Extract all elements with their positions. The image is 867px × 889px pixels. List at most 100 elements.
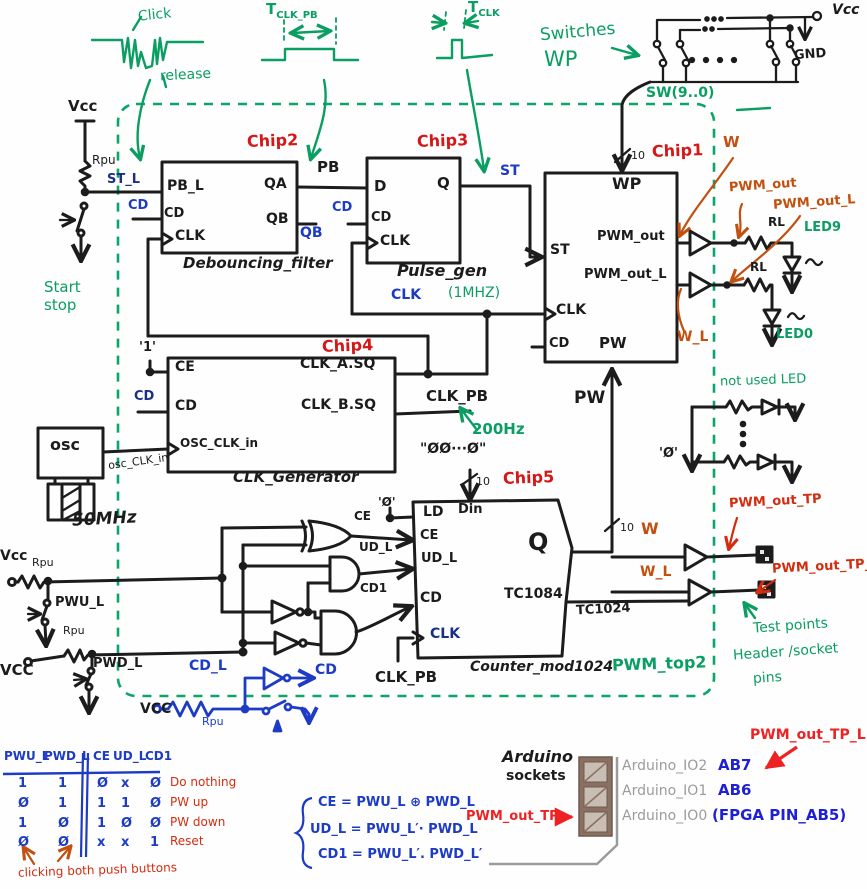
chip3-name: Chip3 [416, 130, 469, 151]
release-label: release [159, 65, 212, 85]
tt-header-ce: CE [93, 749, 111, 763]
arduino-tp-label: PWM_out_TP [466, 809, 559, 824]
pwu-button-circuit [7, 574, 224, 644]
cd-l-label: CD_L [189, 658, 227, 674]
osc-freq-label: 50MHz [71, 507, 138, 531]
clk-pb-bottom-label: CLK_PB [375, 668, 438, 686]
chip1-pin-pwmoutl: PWM_out_L [584, 267, 667, 282]
switch-gnd-label: GND [793, 45, 827, 64]
tt-header-cd1: CD1 [145, 749, 173, 763]
equation-cd1: CD1 = PWU_L′. PWD_L′ [318, 847, 483, 862]
arduino-board-graphic [489, 745, 798, 866]
tt-cell: 1 [97, 796, 107, 811]
chip1-pin-clk: CLK [556, 302, 587, 318]
arduino-subtitle: sockets [506, 768, 566, 784]
tt-cell: Ø [150, 776, 162, 791]
tt-cell: Ø [18, 835, 30, 850]
freq-200hz-label: 200Hz [472, 420, 525, 438]
oscillator-50mhz [36, 426, 170, 522]
chip1-pwm [530, 171, 824, 364]
osc-label: osc [50, 435, 80, 454]
vcc-pwu-label: Vcc [0, 548, 28, 564]
tclk-waveform [430, 9, 494, 170]
rpu-pwu-label: Rpu [32, 556, 54, 569]
chip3-pulse-gen [346, 156, 540, 316]
logic-gates [217, 519, 411, 657]
tt-cell: 1 [97, 816, 107, 831]
tclk-pb-sub: CLK_PB [276, 10, 318, 21]
chip2-name: Chip2 [246, 130, 299, 151]
chip2-debouncing-filter [131, 160, 369, 338]
tt-cell: Ø [150, 816, 162, 831]
tt-cell: 1 [150, 835, 160, 850]
tt-cell: Ø [18, 796, 30, 811]
rpu-blue-label: Rpu [202, 715, 224, 728]
tt-cell: x [97, 835, 106, 850]
chip3-pin-q: Q [437, 174, 450, 192]
led0-label: LED0 [776, 327, 814, 342]
chip3-pin-clk: CLK [380, 233, 411, 249]
pwu-l-label: PWU_L [55, 595, 105, 610]
pw-bus [570, 371, 619, 554]
chip2-qb-wire-label: QB [300, 225, 323, 241]
orange-annotation-arrows [676, 156, 802, 592]
arduino-tp-l-label: PWM_out_TP_L [750, 727, 866, 743]
chip1-pin-pw: PW [599, 334, 627, 352]
led9-label: LED9 [804, 220, 842, 235]
chip1-pin-st: ST [550, 242, 570, 258]
tclk-pb-main: T [266, 0, 277, 18]
pwm-top2-label: PWM_top2 [611, 652, 707, 675]
tt-cell: 1 [121, 796, 131, 811]
st-wire-label: ST [500, 163, 520, 179]
cd-blue-label: CD [315, 662, 337, 678]
chip1-pin-cd: CD [549, 336, 570, 351]
chip1-wp-bus-width: 10 [631, 149, 645, 162]
pw-bus-width: 10 [620, 521, 634, 534]
chip5-pin-q: Q [528, 528, 549, 556]
chip4-clk-generator [136, 334, 489, 474]
tp-w-label: W [641, 519, 659, 538]
chip5-pin-udl: UD_L [421, 551, 458, 566]
chip4-pin-clka: CLK_A.SQ [300, 356, 376, 372]
chip3-cd-wire-label: CD [332, 200, 353, 215]
stop-label: stop [44, 296, 77, 314]
chip4-name: Chip4 [321, 335, 374, 356]
w-l-net-label: W_L [677, 329, 709, 345]
pb-wire-label: PB [317, 158, 340, 176]
arduino-ab5-label: (FPGA PIN_AB5) [712, 806, 847, 824]
tt-action-3: Reset [170, 834, 204, 848]
st-l-label: ST_L [107, 172, 141, 187]
tt-cell: x [121, 835, 130, 850]
equation-ce: CE = PWU_L ⊕ PWD_L [318, 795, 475, 810]
tt-cell: 1 [58, 796, 68, 811]
switch-bank [610, 10, 823, 169]
vcc-pwd-label: VCC [0, 661, 34, 679]
tt-cell: 1 [18, 816, 28, 831]
chip5-caption: Counter_mod1024 [470, 659, 614, 675]
gate-udl-label: UD_L [359, 540, 393, 554]
chip1-pin-pwmout: PWM_out [597, 229, 665, 244]
chip3-pin-d: D [374, 177, 387, 195]
tp-caption-3: pins [752, 669, 783, 687]
chip4-tie-one: '1' [139, 340, 157, 355]
rl-top-label: RL [768, 215, 785, 229]
chip3-caption: Pulse_gen [397, 261, 488, 280]
start-stop-button [58, 119, 164, 259]
tt-action-1: PW up [170, 795, 209, 809]
chip2-pin-clk: CLK [175, 228, 206, 244]
clk-freq-label: (1MHZ) [448, 285, 501, 301]
not-used-led-label: not used LED [719, 371, 807, 390]
chip4-pin-cd: CD [175, 398, 197, 414]
tclk-label: TCLK [468, 0, 500, 20]
equation-udl: UD_L = PWU_L′· PWD_L [310, 822, 478, 837]
clk-pb-wire-label: CLK_PB [426, 387, 489, 405]
tt-cell: Ø [58, 816, 70, 831]
arduino-io0-label: Arduino_IO0 [622, 808, 708, 824]
tt-cell: 1 [58, 776, 68, 791]
arduino-io2-label: Arduino_IO2 [622, 758, 708, 774]
tt-action-2: PW down [170, 815, 226, 829]
clk-wire-label: CLK [391, 287, 422, 303]
arduino-ab6-label: AB6 [718, 781, 752, 799]
